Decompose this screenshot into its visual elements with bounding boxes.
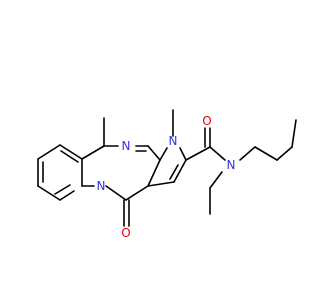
bond xyxy=(59,144,83,160)
bond xyxy=(276,146,293,161)
bond xyxy=(179,147,187,161)
atom-label-o-amide: O xyxy=(202,114,211,128)
bond xyxy=(239,146,256,161)
atom-label-o-keto: O xyxy=(121,226,130,240)
bond xyxy=(254,146,278,161)
bond xyxy=(209,146,226,161)
bond xyxy=(37,144,61,160)
atom-label-n-pyrrole: N xyxy=(169,134,178,148)
bond xyxy=(37,185,61,201)
atom-labels: N N N O O N xyxy=(97,114,236,240)
bond xyxy=(209,171,223,189)
atom-label-n-amide: N xyxy=(227,158,236,172)
bond xyxy=(169,164,179,180)
bond xyxy=(81,145,105,160)
bond xyxy=(185,146,211,161)
atom-label-n-bridge: N xyxy=(97,179,106,193)
atom-label-n-ring: N xyxy=(122,139,131,153)
bond xyxy=(147,159,161,187)
molecule-structure-diagram: N N N O O N xyxy=(37,109,297,240)
bond xyxy=(54,184,71,195)
bond xyxy=(59,190,75,201)
bond xyxy=(60,150,79,163)
bond xyxy=(291,119,297,148)
bond xyxy=(147,145,161,161)
bond xyxy=(105,185,127,201)
bond xyxy=(173,159,187,183)
bond xyxy=(125,185,149,201)
bond xyxy=(159,147,168,161)
bond xyxy=(147,181,175,187)
bonds xyxy=(37,109,297,227)
